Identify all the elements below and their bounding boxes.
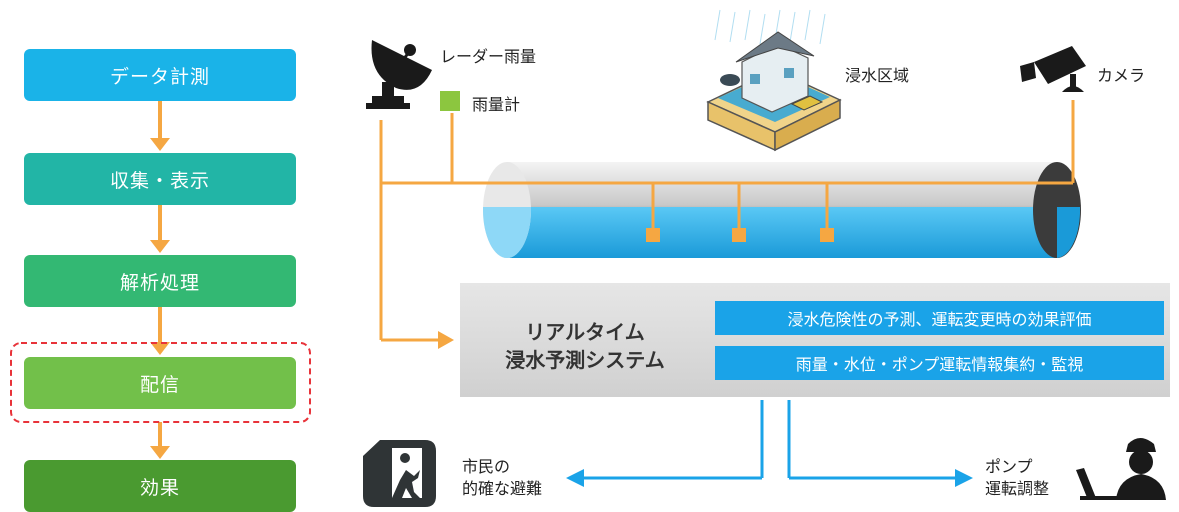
feature-flood-prediction: 浸水危険性の予測、運転変更時の効果評価 bbox=[715, 301, 1164, 335]
step-data-measurement: データ計測 bbox=[24, 49, 296, 101]
step-distribution: 配信 bbox=[24, 357, 296, 409]
pump-control-label-line2: 運転調整 bbox=[985, 479, 1050, 498]
evacuation-label-line1: 市民の bbox=[462, 457, 511, 476]
water-level-sensors bbox=[646, 228, 834, 242]
rain-gauge-icon bbox=[440, 91, 460, 111]
output-lines bbox=[580, 400, 958, 480]
system-input-arrow bbox=[438, 331, 454, 349]
camera-label: カメラ bbox=[1097, 66, 1146, 85]
evacuation-label: 市民の 的確な避難 bbox=[462, 456, 542, 500]
pump-arrow bbox=[955, 469, 973, 487]
flooded-house-icon bbox=[706, 9, 842, 152]
step-collect-display: 収集・表示 bbox=[24, 153, 296, 205]
flood-area-label: 浸水区域 bbox=[845, 66, 910, 85]
flow-arrows bbox=[150, 101, 170, 459]
system-title-line1: リアルタイム bbox=[525, 320, 645, 344]
pump-operator-icon bbox=[1076, 438, 1166, 500]
pump-control-label-line1: ポンプ bbox=[985, 457, 1033, 476]
system-title: リアルタイム 浸水予測システム bbox=[480, 318, 690, 374]
system-title-line2: 浸水予測システム bbox=[505, 348, 665, 372]
step-effect: 効果 bbox=[24, 460, 296, 512]
rain-gauge-label: 雨量計 bbox=[472, 95, 521, 114]
feature-data-monitoring: 雨量・水位・ポンプ運転情報集約・監視 bbox=[715, 346, 1164, 380]
pump-control-label: ポンプ 運転調整 bbox=[985, 456, 1049, 500]
evacuation-label-line2: 的確な避難 bbox=[462, 479, 543, 498]
radar-rainfall-label: レーダー雨量 bbox=[440, 47, 537, 66]
sensor-network-lines bbox=[379, 100, 1075, 342]
camera-icon bbox=[1020, 46, 1086, 92]
step-analysis: 解析処理 bbox=[24, 255, 296, 307]
radar-dish-icon bbox=[366, 40, 432, 109]
sewer-pipe bbox=[483, 162, 1081, 258]
emergency-exit-icon bbox=[363, 440, 436, 507]
evacuation-arrow bbox=[566, 469, 584, 487]
highlight-box bbox=[10, 342, 311, 423]
